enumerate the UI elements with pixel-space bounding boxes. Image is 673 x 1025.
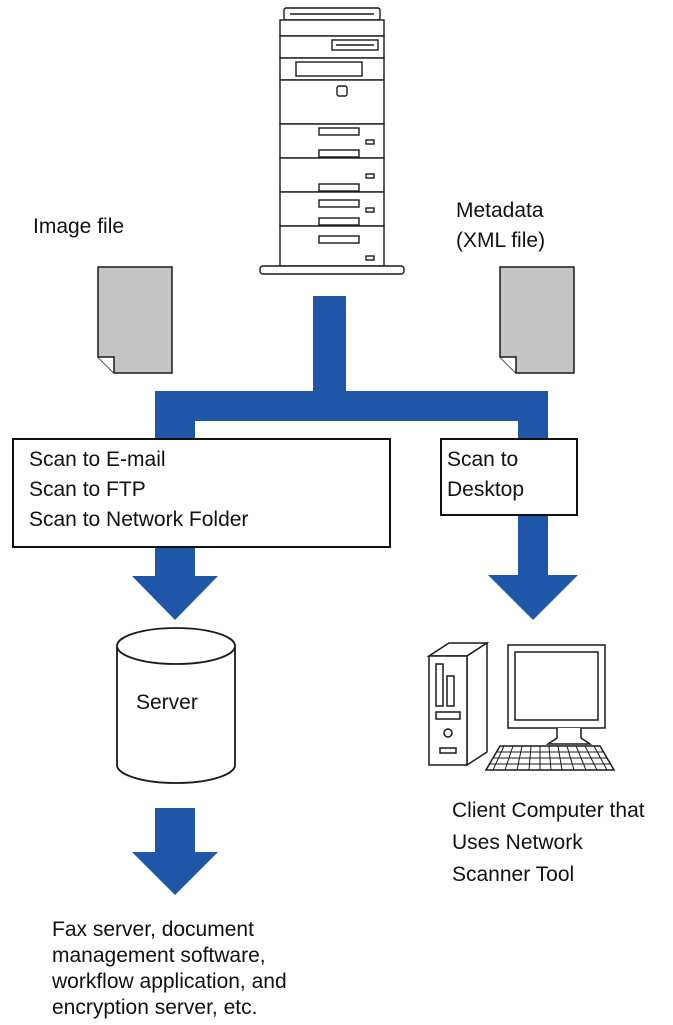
scan-destination-item: Desktop: [447, 478, 525, 501]
scan-destination-item: Scan to E-mail: [29, 448, 166, 471]
metadata-label: Metadata (XML file): [456, 196, 545, 256]
scan-destination-item: Scan to FTP: [29, 478, 146, 501]
caption-line: workflow application, and: [52, 970, 287, 993]
left-scan-box-frame: [12, 438, 391, 548]
down-arrow-to-services: [132, 808, 218, 895]
caption-line: Fax server, document: [52, 918, 254, 941]
metadata-label-line: (XML file): [456, 229, 546, 252]
down-arrow-to-computer: [488, 515, 578, 620]
desktop-computer-icon: [426, 641, 616, 771]
caption-line: management software,: [52, 944, 266, 967]
multifunction-printer-icon: [259, 7, 405, 275]
flow-connector: [155, 296, 548, 439]
left-scan-box: Scan to E-mail Scan to FTP Scan to Netwo…: [29, 445, 248, 535]
caption-line: Scanner Tool: [452, 863, 575, 886]
right-scan-box-frame: [440, 438, 578, 516]
document-icon: [97, 266, 173, 374]
server-cylinder-icon: [116, 627, 236, 784]
scan-destination-item: Scan to Network Folder: [29, 508, 249, 531]
document-icon: [499, 266, 575, 374]
services-caption: Fax server, document management software…: [52, 917, 287, 1021]
caption-line: encryption server, etc.: [52, 996, 258, 1019]
server-label: Server: [136, 691, 198, 714]
metadata-label-line: Metadata: [456, 199, 544, 222]
down-arrow-to-server: [132, 548, 218, 620]
right-scan-box: Scan to Desktop: [447, 445, 524, 505]
image-file-label: Image file: [33, 215, 125, 238]
caption-line: Client Computer that: [452, 799, 645, 822]
scan-destination-item: Scan to: [447, 448, 519, 471]
client-computer-caption: Client Computer that Uses Network Scanne…: [452, 795, 645, 891]
caption-line: Uses Network: [452, 831, 583, 854]
